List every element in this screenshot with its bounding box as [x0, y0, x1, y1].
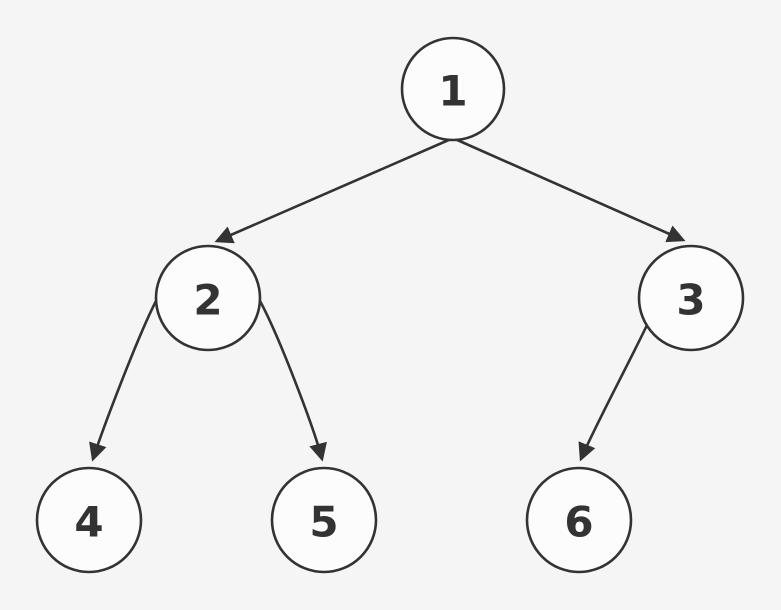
- node-circle-1: [400, 36, 506, 142]
- edge-1-to-2: [214, 137, 452, 244]
- node-circle-5: [270, 466, 378, 574]
- node-label-5: 5: [309, 498, 338, 547]
- node-circle-4: [35, 466, 143, 574]
- node-label-4: 4: [74, 498, 103, 547]
- node-label-2: 2: [193, 276, 222, 325]
- node-circle-2: [154, 244, 262, 352]
- nodes-layer: 1 2 3 4 5 6: [35, 36, 745, 574]
- node-circle-3: [637, 244, 745, 352]
- node-label-6: 6: [564, 498, 593, 547]
- node-label-3: 3: [676, 276, 705, 325]
- edge-3-to-6: [578, 324, 649, 462]
- tree-node-3: 3: [637, 244, 745, 352]
- tree-node-6: 6: [525, 466, 633, 574]
- tree-node-5: 5: [270, 466, 378, 574]
- edges-layer: [89, 137, 686, 462]
- edge-2-to-5: [258, 300, 327, 462]
- tree-node-1: 1: [400, 36, 506, 142]
- edge-1-to-3: [454, 137, 686, 243]
- node-label-1: 1: [438, 67, 467, 116]
- tree-node-4: 4: [35, 466, 143, 574]
- node-circle-6: [525, 466, 633, 574]
- edge-2-to-4: [89, 300, 158, 462]
- tree-node-2: 2: [154, 244, 262, 352]
